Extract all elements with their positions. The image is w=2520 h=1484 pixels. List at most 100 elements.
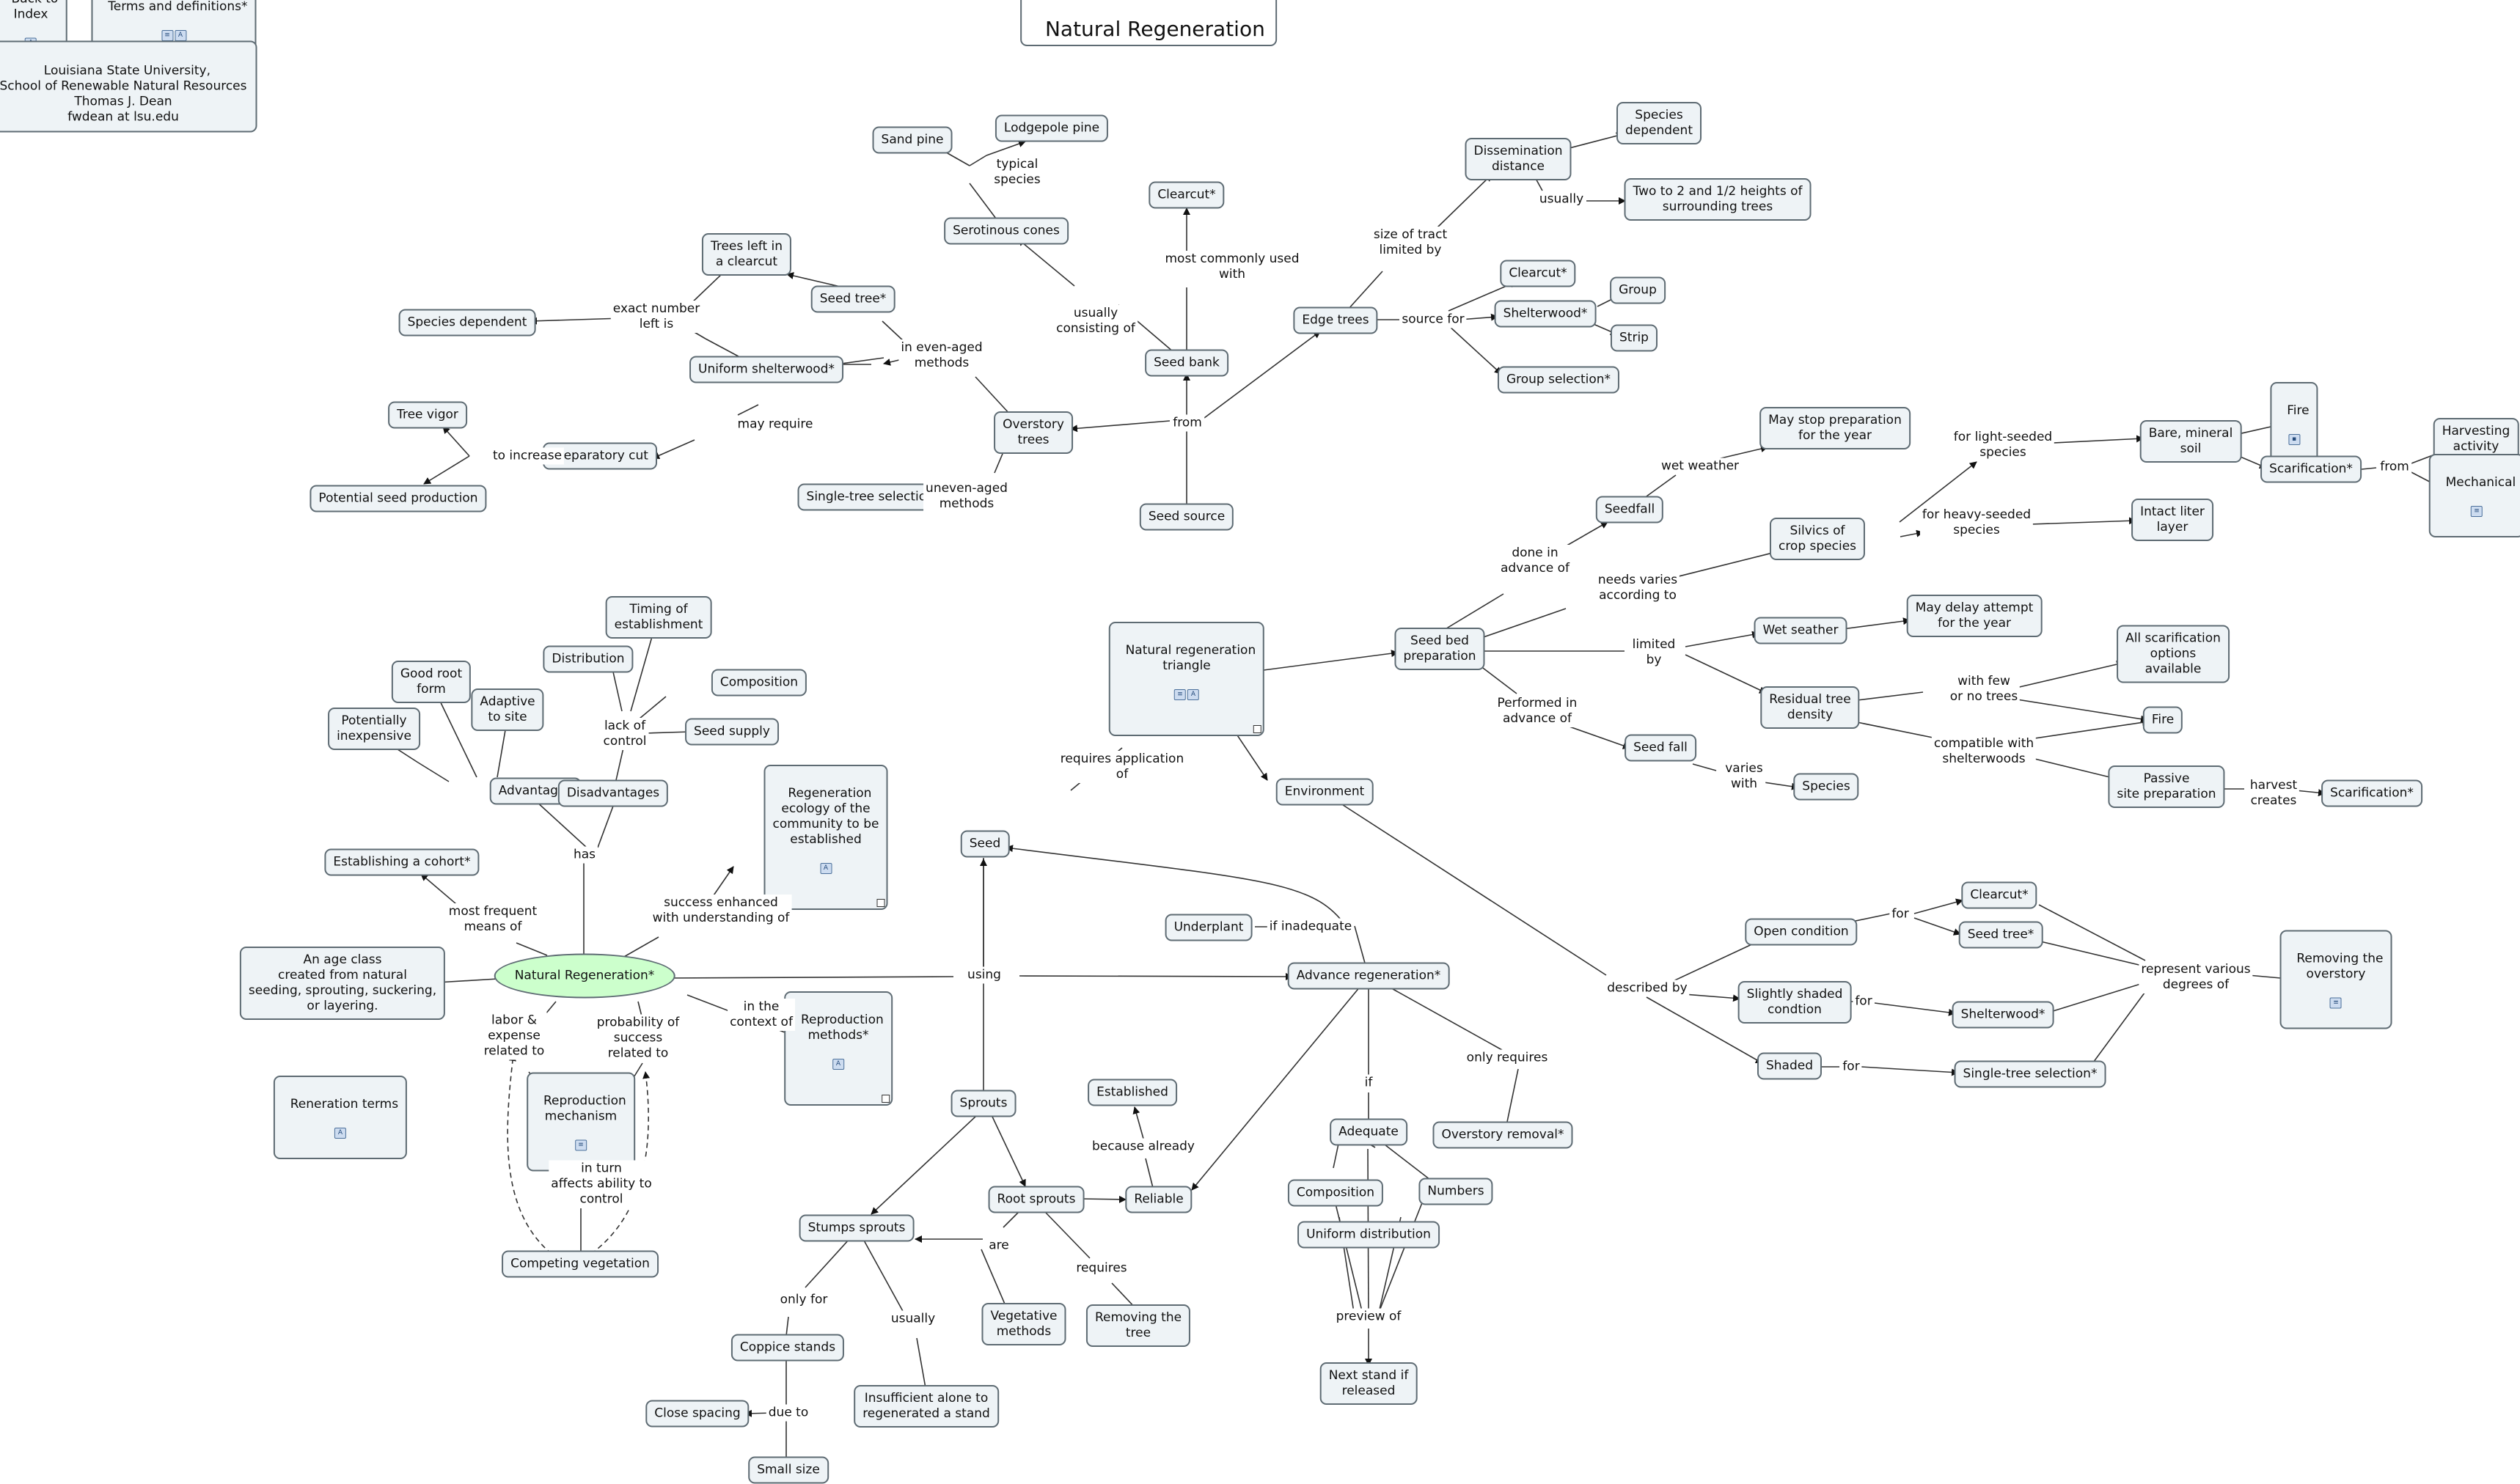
concept-all-scarification-options[interactable]: All scarification options available	[2117, 625, 2230, 683]
concept-next-stand-if-released[interactable]: Next stand if released	[1319, 1362, 1418, 1405]
concept-close-spacing[interactable]: Close spacing	[645, 1400, 750, 1428]
image-icon[interactable]: ▪	[2288, 434, 2300, 445]
concept-may-delay-attempt[interactable]: May delay attempt for the year	[1906, 595, 2043, 637]
document-icon[interactable]: A	[832, 1059, 844, 1070]
expand-icon[interactable]	[876, 899, 885, 907]
concept-adequate[interactable]: Adequate	[1330, 1118, 1407, 1146]
concept-map-icon[interactable]: ≡	[2471, 506, 2483, 517]
concept-seed-tree-low[interactable]: Seed tree*	[1958, 921, 2043, 949]
concept-harvesting-activity[interactable]: Harvesting activity	[2433, 418, 2519, 460]
concept-group-selection[interactable]: Group selection*	[1497, 366, 1620, 394]
concept-disadvantages[interactable]: Disadvantages	[557, 779, 669, 807]
concept-coppice-stands[interactable]: Coppice stands	[730, 1334, 845, 1362]
concept-seedfall[interactable]: Seedfall	[1595, 496, 1664, 524]
concept-reneration-terms[interactable]: Reneration terms A	[273, 1076, 408, 1159]
concept-clearcut[interactable]: Clearcut*	[1149, 181, 1225, 209]
concept-timing-of-establishment[interactable]: Timing of establishment	[605, 596, 712, 639]
concept-environment[interactable]: Environment	[1275, 778, 1374, 806]
concept-dissemination-distance[interactable]: Dissemination distance	[1465, 138, 1572, 180]
concept-potentially-inexpensive[interactable]: Potentially inexpensive	[328, 708, 420, 750]
concept-fire-top[interactable]: Fire ▪	[2270, 382, 2318, 466]
concept-scarification-top[interactable]: Scarification*	[2260, 455, 2362, 483]
concept-uniform-distribution[interactable]: Uniform distribution	[1297, 1221, 1440, 1249]
concept-competing-vegetation[interactable]: Competing vegetation	[502, 1250, 659, 1278]
concept-species-dependent[interactable]: Species dependent	[1616, 102, 1702, 144]
expand-icon[interactable]	[881, 1095, 890, 1103]
concept-underplant[interactable]: Underplant	[1165, 914, 1253, 941]
concept-clearcut-low[interactable]: Clearcut*	[1961, 881, 2037, 909]
concept-insufficient-alone[interactable]: Insufficient alone to regenerated a stan…	[854, 1385, 999, 1428]
concept-seed-bed-preparation[interactable]: Seed bed preparation	[1394, 628, 1485, 670]
concept-passive-site-preparation[interactable]: Passive site preparation	[2108, 765, 2225, 808]
concept-open-condition[interactable]: Open condition	[1745, 918, 1858, 946]
document-icon[interactable]: A	[334, 1128, 346, 1139]
concept-sand-pine[interactable]: Sand pine	[872, 126, 953, 154]
concept-lodgepole-pine[interactable]: Lodgepole pine	[995, 114, 1109, 142]
document-icon[interactable]: A	[820, 863, 832, 874]
concept-established[interactable]: Established	[1088, 1079, 1177, 1106]
concept-natural-regeneration[interactable]: Natural Regeneration*	[494, 953, 675, 999]
concept-composition-low[interactable]: Composition	[1287, 1179, 1384, 1207]
concept-seed-fall[interactable]: Seed fall	[1625, 734, 1696, 762]
concept-natural-regeneration-triangle[interactable]: Natural regeneration triangle ≡A	[1108, 622, 1265, 736]
document-icon[interactable]: A	[1187, 689, 1199, 700]
concept-composition-top[interactable]: Composition	[711, 669, 807, 697]
concept-may-stop-preparation[interactable]: May stop preparation for the year	[1759, 407, 1911, 449]
concept-establishing-a-cohort[interactable]: Establishing a cohort*	[324, 848, 480, 876]
concept-sprouts[interactable]: Sprouts	[951, 1090, 1017, 1117]
concept-root-sprouts[interactable]: Root sprouts	[988, 1186, 1085, 1213]
concept-bare-mineral-soil[interactable]: Bare, mineral soil	[2139, 420, 2242, 463]
document-icon[interactable]: A	[174, 30, 186, 41]
concept-distribution[interactable]: Distribution	[543, 645, 634, 673]
concept-fire-mid[interactable]: Fire	[2142, 706, 2183, 734]
concept-preparatory-cut[interactable]: Preparatory cut	[543, 442, 657, 470]
concept-species-dependent-left[interactable]: Species dependent	[398, 309, 536, 337]
concept-wet-seather[interactable]: Wet seather	[1754, 617, 1847, 644]
concept-tree-vigor[interactable]: Tree vigor	[388, 401, 467, 429]
concept-good-root-form[interactable]: Good root form	[391, 661, 472, 703]
concept-reproduction-methods[interactable]: Reproduction methods* A	[784, 991, 893, 1106]
concept-removing-the-tree[interactable]: Removing the tree	[1085, 1304, 1191, 1347]
concept-slightly-shaded[interactable]: Slightly shaded condtion	[1737, 981, 1852, 1024]
concept-single-tree-selection-low[interactable]: Single-tree selection*	[1954, 1060, 2106, 1088]
expand-icon[interactable]	[1253, 725, 1262, 733]
concept-mechanical[interactable]: Mechanical ≡	[2428, 454, 2520, 537]
concept-map-icon[interactable]: ≡	[1173, 689, 1186, 700]
concept-regeneration-ecology[interactable]: Regeneration ecology of the community to…	[763, 765, 888, 910]
concept-stumps-sprouts[interactable]: Stumps sprouts	[799, 1214, 915, 1242]
concept-potential-seed-production[interactable]: Potential seed production	[309, 485, 487, 513]
concept-residual-tree-density[interactable]: Residual tree density	[1760, 686, 1860, 729]
concept-edge-trees[interactable]: Edge trees	[1293, 306, 1378, 334]
concept-seed-supply[interactable]: Seed supply	[685, 718, 779, 746]
concept-shelterwood-low[interactable]: Shelterwood*	[1952, 1001, 2054, 1029]
concept-advance-regeneration[interactable]: Advance regeneration*	[1287, 962, 1450, 990]
concept-clearcut-edge[interactable]: Clearcut*	[1500, 260, 1576, 287]
concept-reliable[interactable]: Reliable	[1125, 1186, 1193, 1213]
concept-small-size[interactable]: Small size	[748, 1456, 829, 1484]
concept-seed-tree[interactable]: Seed tree*	[810, 285, 895, 313]
concept-seed[interactable]: Seed	[960, 830, 1010, 858]
concept-scarification-bottom[interactable]: Scarification*	[2321, 779, 2422, 807]
concept-map-icon[interactable]: ≡	[2330, 997, 2342, 1009]
concept-serotinous-cones[interactable]: Serotinous cones	[944, 217, 1069, 245]
concept-vegetative-methods[interactable]: Vegetative methods	[981, 1303, 1066, 1345]
concept-overstory-removal[interactable]: Overstory removal*	[1432, 1121, 1573, 1149]
concept-uniform-shelterwood[interactable]: Uniform shelterwood*	[689, 356, 843, 383]
concept-overstory-trees[interactable]: Overstory trees	[994, 411, 1073, 454]
concept-numbers[interactable]: Numbers	[1418, 1178, 1493, 1205]
concept-seed-source[interactable]: Seed source	[1139, 503, 1234, 531]
concept-shaded[interactable]: Shaded	[1757, 1052, 1823, 1080]
concept-group[interactable]: Group	[1610, 276, 1666, 304]
concept-removing-the-overstory[interactable]: Removing the overstory ≡	[2279, 930, 2392, 1029]
concept-shelterwood-edge[interactable]: Shelterwood*	[1494, 300, 1597, 328]
concept-silvics-crop-species[interactable]: Silvics of crop species	[1769, 518, 1866, 560]
concept-adaptive-to-site[interactable]: Adaptive to site	[471, 688, 544, 731]
concept-map-icon[interactable]: ≡	[574, 1139, 587, 1151]
concept-intact-litter-layer[interactable]: Intact liter layer	[2131, 499, 2213, 541]
concept-seed-bank[interactable]: Seed bank	[1145, 349, 1228, 377]
concept-strip[interactable]: Strip	[1611, 324, 1658, 352]
concept-species[interactable]: Species	[1793, 773, 1859, 801]
concept-map-icon[interactable]: ≡	[161, 30, 173, 41]
concept-reproduction-mechanism[interactable]: Reproduction mechanism ≡	[527, 1072, 635, 1172]
concept-age-class[interactable]: An age class created from natural seedin…	[239, 947, 446, 1020]
